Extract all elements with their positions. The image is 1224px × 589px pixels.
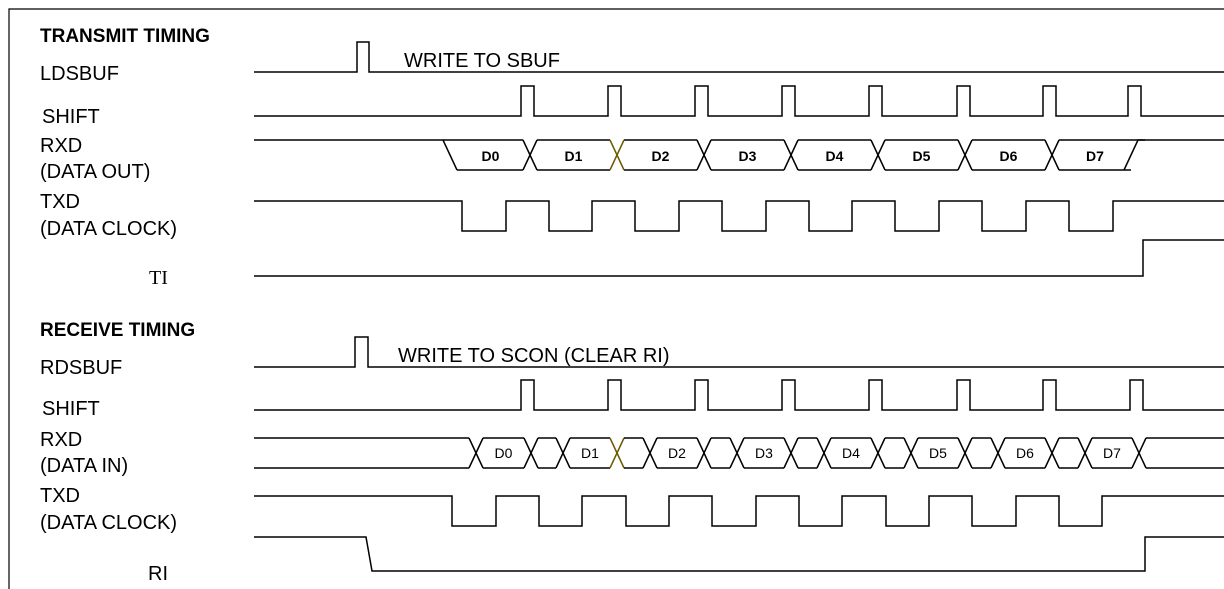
tx-bit-label: D7	[1086, 148, 1104, 164]
tx-bit-label: D0	[482, 148, 500, 164]
rx-bit-label: D3	[755, 445, 773, 461]
figure-border	[8, 8, 1224, 589]
rx-bit-label: D7	[1103, 445, 1121, 461]
transmit-title: TRANSMIT TIMING	[40, 26, 210, 47]
tx-bit-label: D4	[826, 148, 844, 164]
rx-rxd-label: RXD	[40, 429, 82, 451]
rx-shift-label: SHIFT	[42, 398, 100, 420]
tx-bit-label: D6	[1000, 148, 1018, 164]
tx-rxd-label: RXD	[40, 135, 82, 157]
rx-bit-label: D1	[581, 445, 599, 461]
rdsbuf-wave	[254, 336, 1224, 368]
tx-rxd-sub-label: (DATA OUT)	[40, 161, 150, 183]
tx-txd-label: TXD	[40, 191, 80, 213]
tx-txd-sub-label: (DATA CLOCK)	[40, 218, 177, 240]
rx-rxd-wave	[254, 437, 1224, 469]
ri-label: RI	[148, 563, 168, 585]
ri-wave	[254, 536, 1224, 572]
tx-shift-label: SHIFT	[42, 106, 100, 128]
rx-bit-label: D2	[668, 445, 686, 461]
rx-bit-label: D0	[495, 445, 513, 461]
tx-rxd-wave	[254, 139, 1224, 171]
receive-title: RECEIVE TIMING	[40, 320, 195, 341]
rx-txd-label: TXD	[40, 485, 80, 507]
rx-txd-sub-label: (DATA CLOCK)	[40, 512, 177, 534]
rx-rxd-sub-label: (DATA IN)	[40, 455, 128, 477]
rx-bit-label: D5	[929, 445, 947, 461]
ldsbuf-label: LDSBUF	[40, 63, 119, 85]
tx-txd-wave	[254, 200, 1224, 232]
ldsbuf-wave	[254, 41, 1224, 73]
tx-bit-label: D5	[913, 148, 931, 164]
write-scon-note: WRITE TO SCON (CLEAR RI)	[398, 345, 670, 367]
tx-shift-wave	[254, 85, 1224, 117]
tx-bit-label: D3	[739, 148, 757, 164]
rx-bit-label: D6	[1016, 445, 1034, 461]
rx-txd-wave	[254, 495, 1224, 527]
ti-wave	[254, 239, 1224, 277]
tx-bit-label: D2	[652, 148, 670, 164]
rx-bit-label: D4	[842, 445, 860, 461]
ti-label: TI	[149, 267, 168, 289]
rdsbuf-label: RDSBUF	[40, 357, 122, 379]
tx-bit-label: D1	[565, 148, 583, 164]
write-sbuf-note: WRITE TO SBUF	[404, 50, 560, 72]
rx-shift-wave	[254, 379, 1224, 411]
